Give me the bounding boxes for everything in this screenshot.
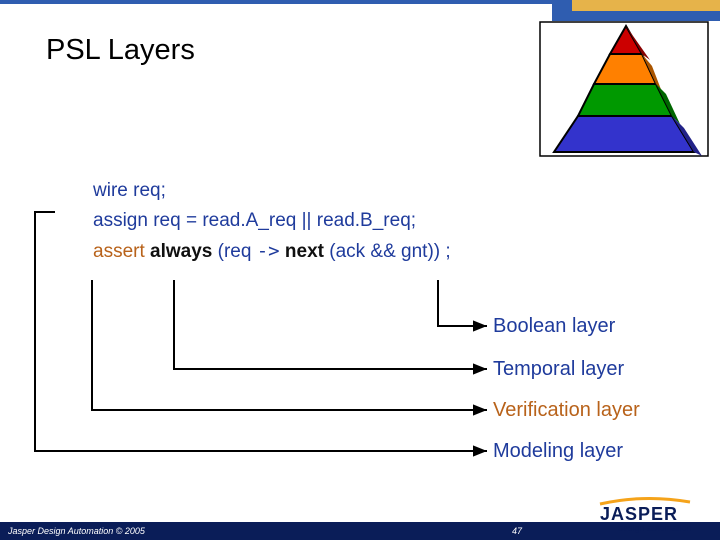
code-line-assign: assign req = read.A_req || read.B_req; (93, 206, 416, 236)
code-text: wire req; (93, 180, 166, 201)
slide-title: PSL Layers (46, 34, 195, 66)
pyramid-side-red (626, 26, 650, 60)
keyword-always: always (150, 241, 213, 262)
svg-text:JASPER: JASPER (600, 504, 678, 524)
pyramid-side-green (656, 84, 680, 124)
logo-swoosh (599, 496, 691, 506)
pyramid-side-blue (672, 116, 702, 156)
implies-arrow: -> (256, 240, 280, 262)
label-modeling-layer: Modeling layer (493, 440, 624, 462)
pyramid-icon (539, 21, 709, 157)
label-temporal-layer: Temporal layer (493, 358, 625, 380)
label-boolean-layer: Boolean layer (493, 315, 616, 337)
top-decor-bar (0, 0, 720, 21)
page-number: 47 (512, 526, 523, 536)
connector-modeling (34, 211, 487, 457)
code-text: (req (212, 241, 257, 262)
footer-bar (0, 522, 720, 540)
connector-temporal (173, 280, 487, 375)
code-text: (ack && gnt)) ; (323, 241, 451, 262)
footer-company: Jasper Design Automation © 2005 (8, 526, 145, 536)
pyramid-side-orange (642, 54, 662, 92)
jasper-logo: JASPER design automation (599, 496, 692, 533)
keyword-next: next (284, 241, 324, 262)
label-verification-layer: Verification layer (493, 399, 640, 421)
code-line-wire: wire req; (93, 176, 166, 206)
connector-boolean (437, 280, 487, 332)
keyword-assert: assert (93, 241, 145, 262)
code-text: assign req = read.A_req || read.B_req; (93, 210, 417, 231)
connector-verification (91, 280, 487, 416)
svg-text:design automation: design automation (618, 523, 692, 533)
code-line-assert: assert always (req -> next (ack && gnt))… (93, 236, 451, 267)
